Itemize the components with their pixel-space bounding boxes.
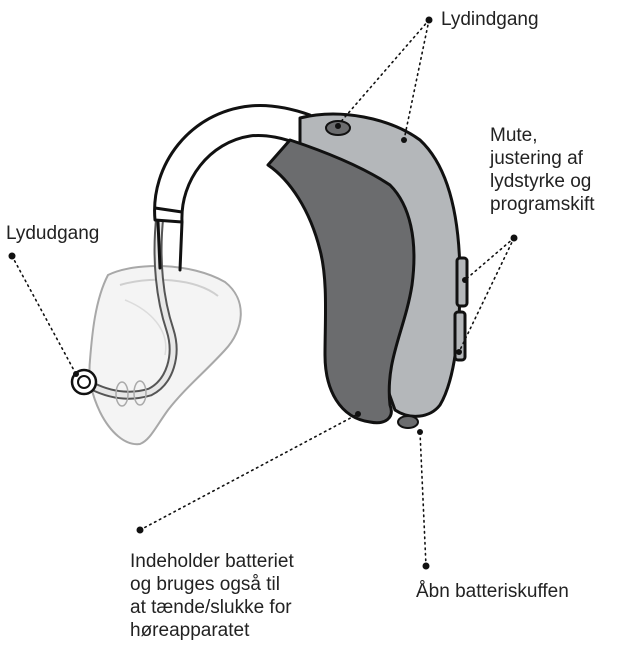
leader-battery-drawer [420,432,426,566]
dot-battery-drawer [423,563,430,570]
leader-battery-info [140,414,358,530]
label-battery-info: Indeholder batteriet og bruges også til … [130,550,294,642]
leader-sound-inlet-b [404,20,429,140]
dot-battery-info [137,527,144,534]
dot-battery-drawer-nub [417,429,423,435]
dot-sound-inlet-port [335,123,341,129]
dot-controls-lower [456,349,462,355]
label-controls: Mute, justering af lydstyrke og programs… [490,124,595,216]
dot-controls [511,235,518,242]
label-sound-outlet: Lydudgang [6,222,99,245]
dot-sound-inlet [426,17,433,24]
leader-controls-a [465,238,514,280]
leader-sound-inlet-a [338,20,429,125]
label-battery-drawer: Åbn batteriskuffen [416,580,569,603]
battery-drawer-nub[interactable] [398,416,418,428]
ear-hook [155,105,310,270]
dot-sound-outlet [9,253,16,260]
leader-sound-outlet [12,256,76,374]
hearing-aid-body [268,114,467,428]
dot-sound-outlet-tip [73,371,79,377]
dot-battery-body [355,411,361,417]
label-sound-inlet: Lydindgang [441,8,539,31]
dot-sound-inlet-body [401,137,407,143]
dot-controls-upper [462,277,468,283]
